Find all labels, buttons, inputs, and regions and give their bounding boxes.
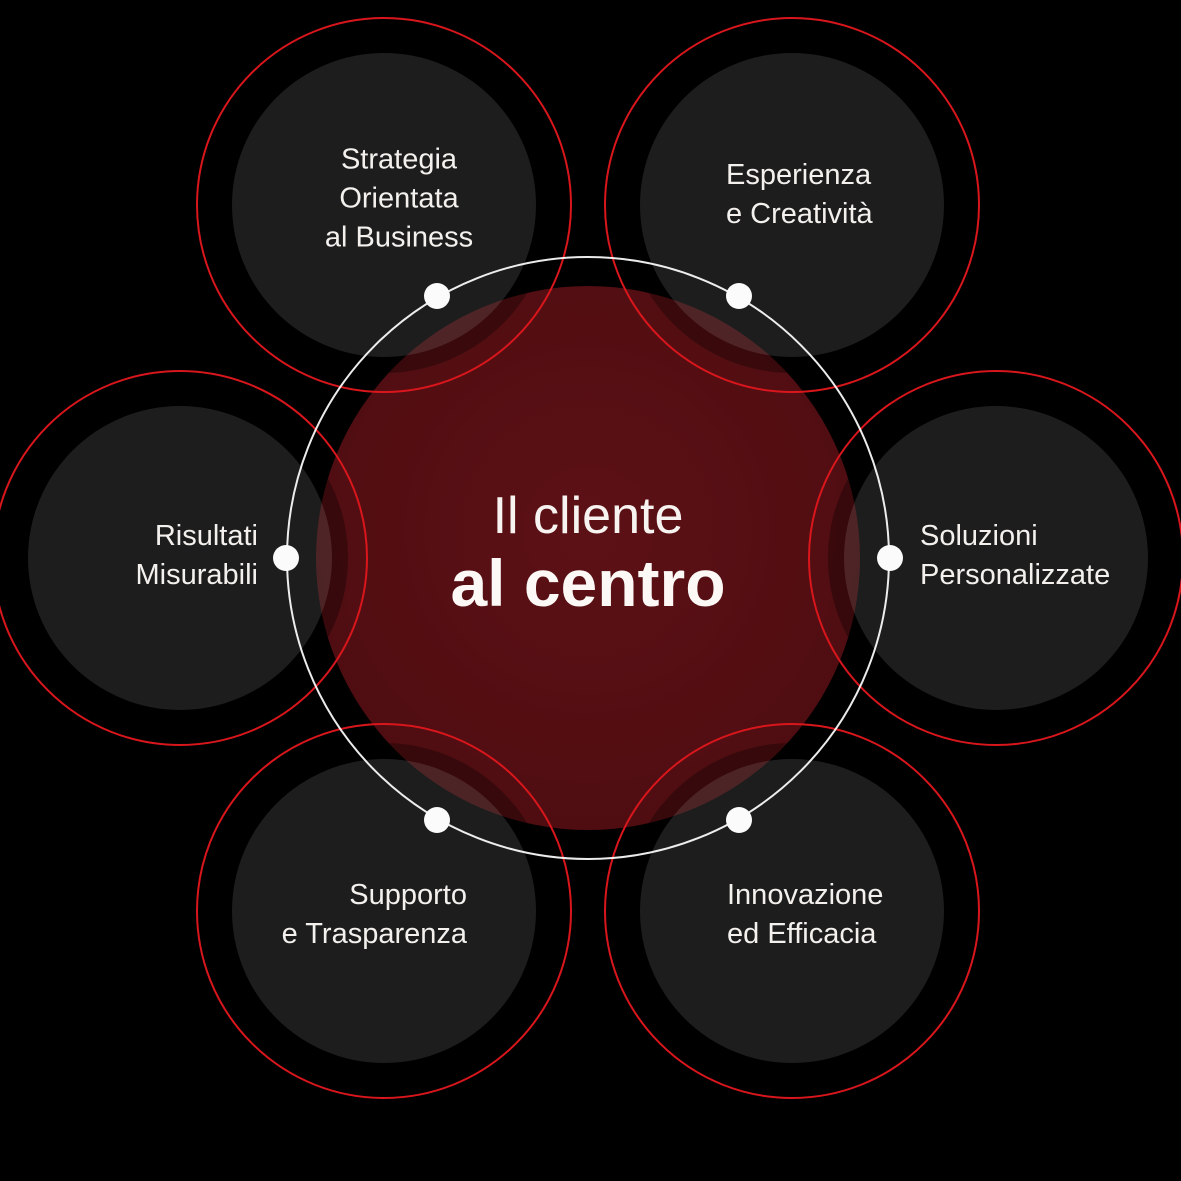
satellite-label-innovazione: Innovazione ed Efficacia <box>727 876 883 954</box>
label-line: Esperienza <box>726 159 872 191</box>
satellite-label-esperienza: Esperienza e Creatività <box>726 156 873 234</box>
label-line: Supporto <box>349 879 467 911</box>
orbit-dot-right <box>877 545 903 571</box>
label-line: ed Efficacia <box>727 918 877 950</box>
satellite-label-supporto: Supporto e Trasparenza <box>282 876 467 954</box>
label-line: Innovazione <box>727 879 884 911</box>
label-line: Personalizzate <box>920 559 1111 591</box>
label-line: e Creatività <box>726 198 873 230</box>
center-title-line1: Il cliente <box>492 487 684 545</box>
label-line: al Business <box>324 221 474 254</box>
orbit-dot-top-right <box>726 283 752 309</box>
label-line: Soluzioni <box>920 520 1038 552</box>
satellite-label-strategia: Strategia Orientata al Business <box>325 141 473 258</box>
label-line: Strategia <box>340 143 458 176</box>
orbit-dot-top-left <box>424 283 450 309</box>
orbit-dot-left <box>273 545 299 571</box>
center-label: Il cliente al centro <box>450 488 725 622</box>
satellite-label-risultati: Risultati Misurabili <box>136 517 258 595</box>
label-line: e Trasparenza <box>281 918 467 950</box>
orbit-dot-bottom-left <box>424 807 450 833</box>
center-title-line2: al centro <box>450 546 726 620</box>
satellite-label-soluzioni: Soluzioni Personalizzate <box>920 517 1110 595</box>
label-line: Misurabili <box>135 559 258 591</box>
label-line: Orientata <box>339 182 459 215</box>
orbit-dot-bottom-right <box>726 807 752 833</box>
label-line: Risultati <box>154 520 258 552</box>
